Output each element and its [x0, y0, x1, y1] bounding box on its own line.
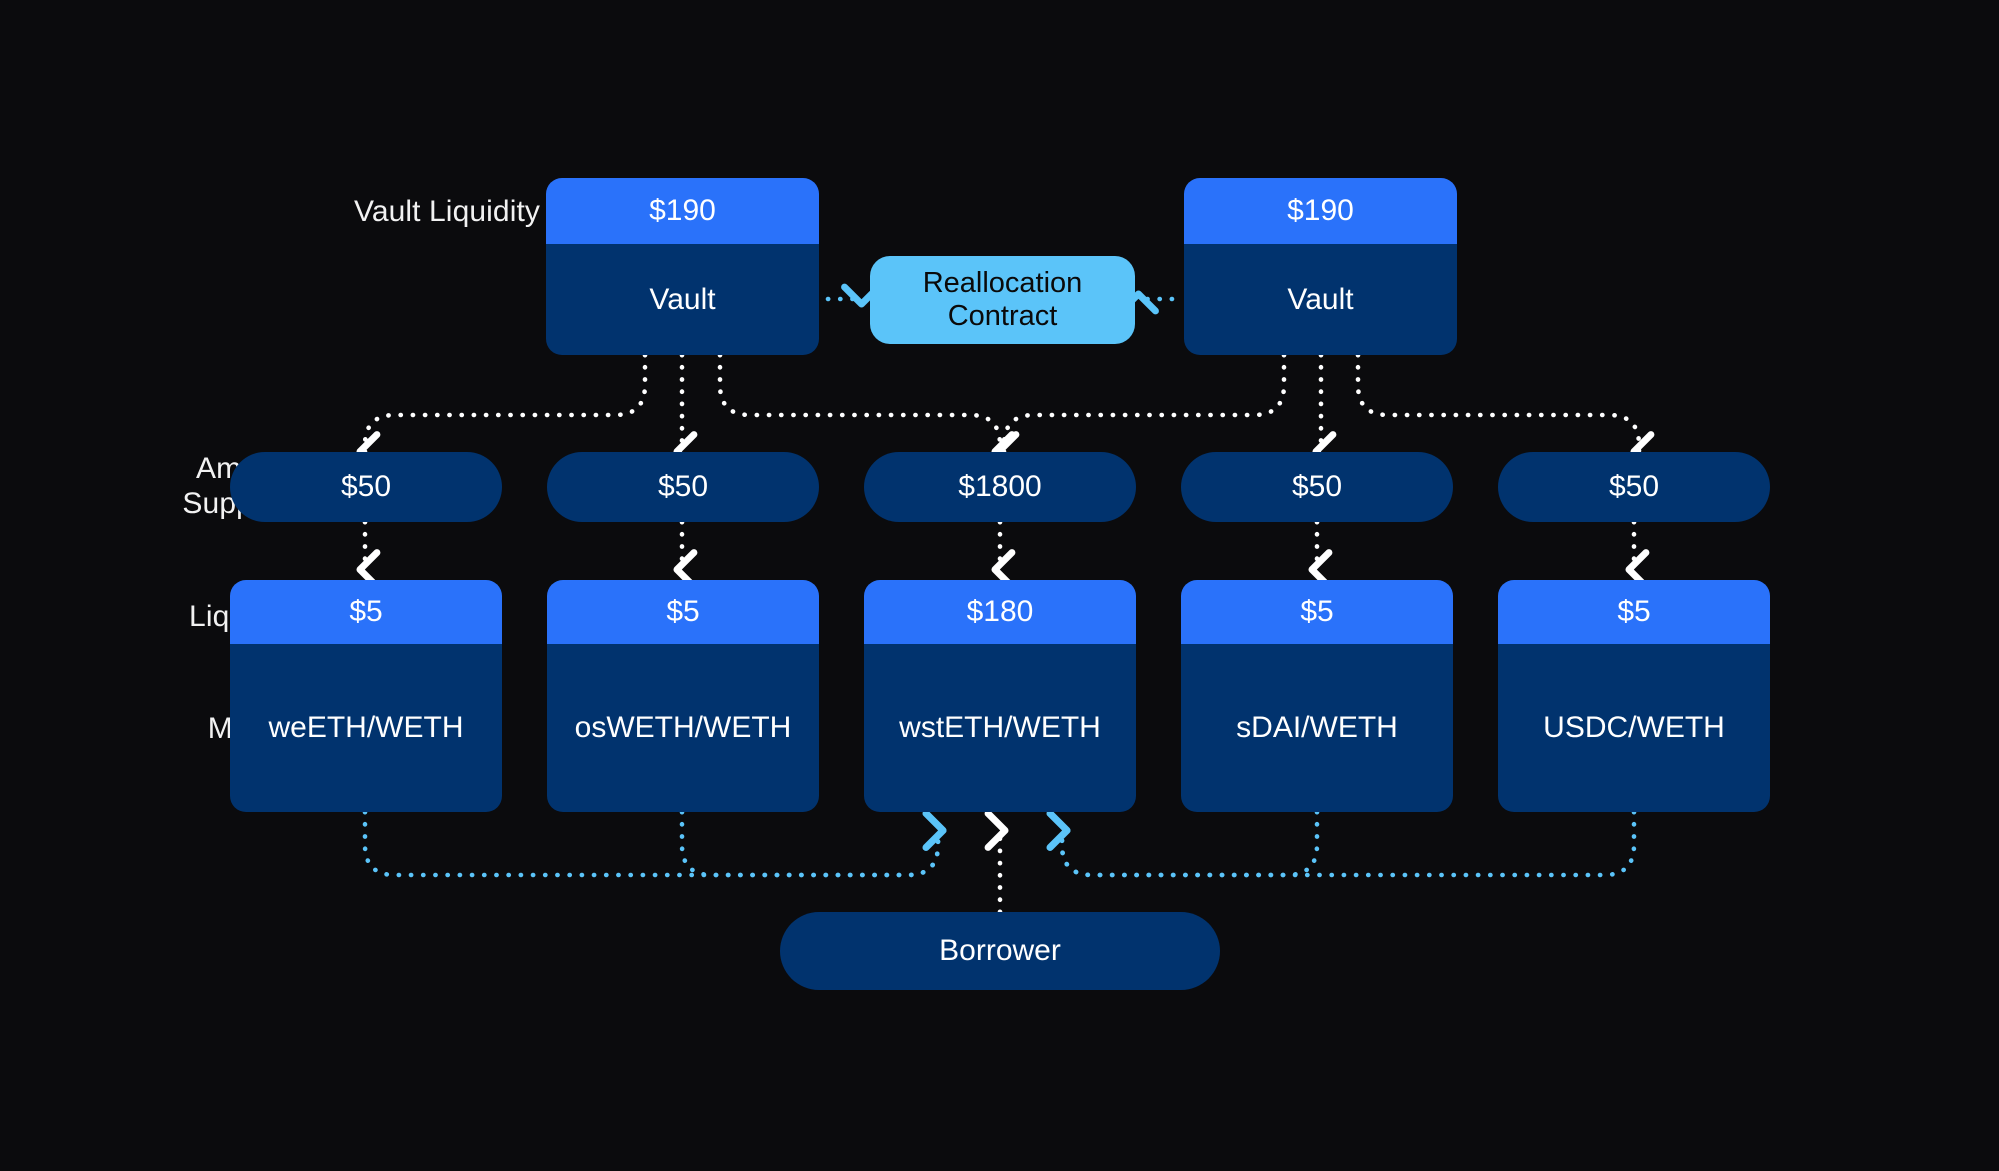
market-card[interactable]: $5 sDAI/WETH [1181, 580, 1453, 812]
vault-label: Vault [1184, 244, 1457, 355]
market-card[interactable]: $5 osWETH/WETH [547, 580, 819, 812]
amount-supplied-pill[interactable]: $1800 [864, 452, 1136, 522]
amount-supplied-pill[interactable]: $50 [547, 452, 819, 522]
vault-card-left[interactable]: $190 Vault [546, 178, 819, 355]
market-liquidity-value: $5 [1181, 580, 1453, 644]
amount-supplied-value: $50 [1291, 470, 1343, 503]
market-name: USDC/WETH [1498, 644, 1770, 812]
row-label-vault-liquidity: Vault Liquidity [353, 195, 540, 228]
amount-supplied-pill[interactable]: $50 [1498, 452, 1770, 522]
market-liquidity-value: $5 [1498, 580, 1770, 644]
vault-liquidity-value: $190 [1184, 178, 1457, 244]
amount-supplied-value: $50 [1608, 470, 1660, 503]
market-name: sDAI/WETH [1181, 644, 1453, 812]
market-liquidity-value: $5 [230, 580, 502, 644]
reallocation-contract-node[interactable]: Reallocation Contract [870, 256, 1135, 344]
amount-supplied-pill[interactable]: $50 [1181, 452, 1453, 522]
market-liquidity-value: $180 [864, 580, 1136, 644]
vault-label: Vault [546, 244, 819, 355]
vault-card-right[interactable]: $190 Vault [1184, 178, 1457, 355]
market-card[interactable]: $5 weETH/WETH [230, 580, 502, 812]
market-card[interactable]: $180 wstETH/WETH [864, 580, 1136, 812]
amount-supplied-value: $50 [657, 470, 709, 503]
amount-supplied-pill[interactable]: $50 [230, 452, 502, 522]
market-card[interactable]: $5 USDC/WETH [1498, 580, 1770, 812]
vault-liquidity-value: $190 [546, 178, 819, 244]
amount-to-liquidity-connectors [356, 519, 1650, 591]
borrower-node[interactable]: Borrower [780, 912, 1220, 990]
borrower-label: Borrower [939, 934, 1061, 967]
amount-supplied-value: $1800 [958, 470, 1042, 503]
market-name: weETH/WETH [230, 644, 502, 812]
amount-supplied-value: $50 [340, 470, 392, 503]
market-to-borrower-connectors [362, 809, 1637, 878]
vault-to-amount-connectors [356, 352, 1655, 473]
market-name: osWETH/WETH [547, 644, 819, 812]
market-liquidity-value: $5 [547, 580, 819, 644]
market-name: wstETH/WETH [864, 644, 1136, 812]
